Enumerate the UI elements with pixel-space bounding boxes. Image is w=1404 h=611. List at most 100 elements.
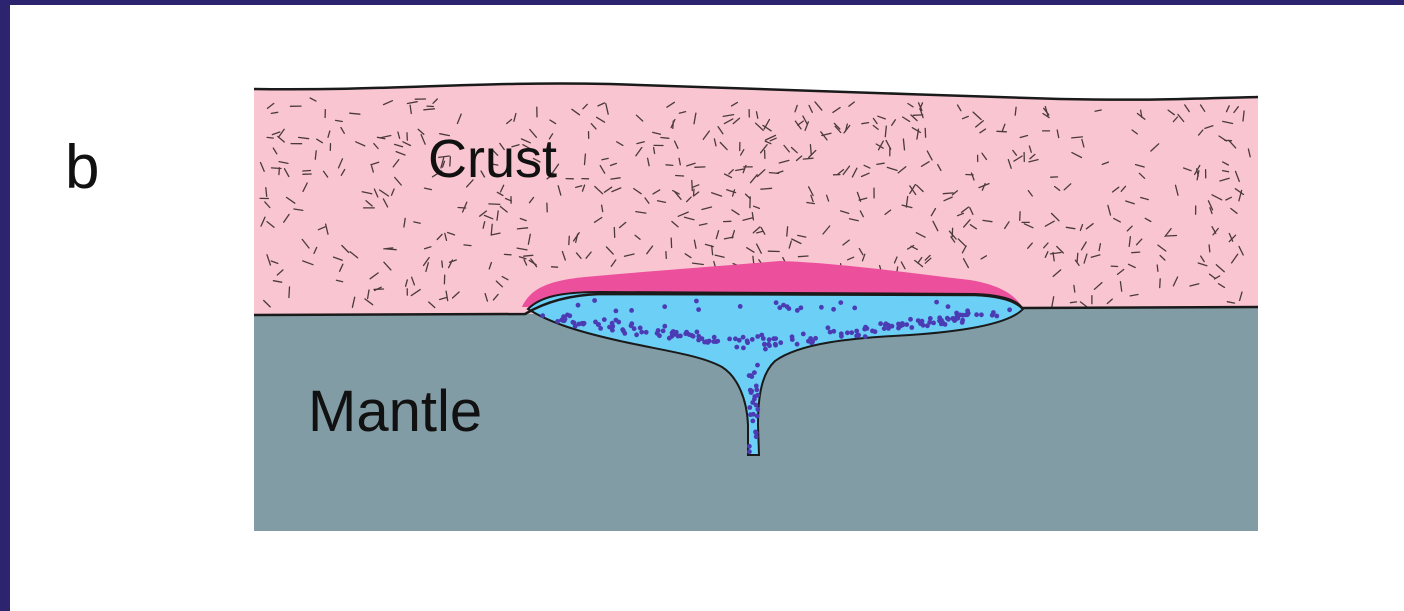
crystal-dot	[937, 315, 942, 320]
crystal-dot	[870, 329, 875, 334]
crystal-dot	[676, 334, 681, 339]
crystal-dot	[755, 393, 760, 398]
crystal-dot	[810, 339, 815, 344]
crust-texture-dash	[1077, 253, 1078, 262]
crust-texture-dash	[997, 131, 1007, 132]
crystal-dot	[839, 334, 844, 339]
crust-texture-dash	[1167, 236, 1177, 237]
crystal-dot	[845, 330, 850, 335]
crystal-dot	[826, 325, 831, 330]
crystal-dot	[946, 317, 951, 322]
crystal-dot	[865, 326, 870, 331]
crystal-dot	[694, 299, 699, 304]
crystal-dot	[741, 335, 746, 340]
figure-frame: b Crust Mantle	[10, 5, 1404, 611]
crust-texture-dash	[303, 171, 311, 172]
crust-texture-dash	[464, 245, 471, 246]
crust-label: Crust	[428, 129, 557, 189]
crust-texture-dash	[1070, 302, 1076, 303]
crystal-dot	[634, 332, 639, 337]
crystal-dot	[790, 334, 795, 339]
crystal-dot	[741, 346, 746, 351]
crystal-dot	[752, 370, 757, 375]
crust-texture-dash	[692, 181, 693, 191]
crust-texture-dash	[712, 246, 713, 255]
crystal-dot	[801, 332, 806, 337]
crystal-dot	[777, 305, 782, 310]
crust-texture-dash	[1015, 107, 1016, 115]
crystal-dot	[890, 324, 895, 329]
crust-texture-dash	[489, 204, 500, 205]
crystal-dot	[567, 313, 572, 318]
crystal-dot	[974, 312, 979, 317]
crystal-dot	[657, 333, 662, 338]
crust-texture-dash	[267, 137, 273, 138]
crystal-dot	[750, 419, 755, 424]
crystal-dot	[994, 314, 999, 319]
crust-texture-dash	[943, 193, 953, 194]
crystal-dot	[751, 412, 756, 417]
crust-texture-dash	[694, 189, 695, 196]
crust-texture-dash	[810, 145, 811, 155]
crystal-dot	[670, 334, 675, 339]
crystal-dot	[863, 334, 868, 339]
crystal-dot	[849, 330, 854, 335]
crust-texture-dash	[315, 151, 316, 159]
crystal-dot	[828, 330, 833, 335]
crystal-dot	[662, 304, 667, 309]
crystal-dot	[916, 318, 921, 323]
crystal-dot	[661, 329, 666, 334]
crystal-dot	[799, 305, 804, 310]
crystal-dot	[755, 407, 760, 412]
crystal-dot	[559, 318, 564, 323]
crystal-dot	[979, 312, 984, 317]
crystal-dot	[639, 330, 644, 335]
crystal-dot	[773, 342, 778, 347]
crystal-dot	[696, 307, 701, 312]
crust-texture-dash	[289, 287, 290, 298]
crust-texture-dash	[676, 176, 684, 177]
crystal-dot	[602, 317, 607, 322]
crust-texture-dash	[442, 261, 443, 267]
crust-texture-dash	[266, 188, 267, 197]
crystal-dot	[946, 304, 951, 309]
crystal-dot	[747, 405, 752, 410]
crust-texture-dash	[787, 227, 788, 236]
crystal-dot	[771, 336, 776, 341]
crystal-dot	[571, 320, 576, 325]
crystal-dot	[934, 300, 939, 305]
crystal-dot	[576, 303, 581, 308]
crystal-dot	[614, 309, 619, 314]
crystal-dot	[644, 330, 649, 335]
crystal-dot	[767, 337, 772, 342]
crystal-dot	[715, 339, 720, 344]
crust-texture-dash	[1132, 252, 1140, 253]
crystal-dot	[819, 305, 824, 310]
crystal-dot	[610, 328, 615, 333]
crystal-dot	[878, 321, 883, 326]
crystal-dot	[671, 329, 676, 334]
crystal-dot	[727, 337, 732, 342]
crystal-dot	[909, 325, 914, 330]
crystal-dot	[540, 313, 545, 318]
crystal-dot	[904, 322, 909, 327]
crust-texture-dash	[761, 188, 772, 189]
crust-texture-dash	[769, 173, 778, 174]
crystal-dot	[766, 342, 771, 347]
crystal-dot	[592, 298, 597, 303]
crystal-dot	[855, 333, 860, 338]
crystal-dot	[854, 329, 859, 334]
crystal-dot	[990, 313, 995, 318]
crystal-dot	[691, 334, 696, 339]
crystal-dot	[738, 304, 743, 309]
crystal-dot	[638, 326, 643, 331]
crystal-dot	[754, 431, 759, 436]
crystal-dot	[581, 322, 586, 327]
crust-texture-dash	[666, 165, 673, 166]
crystal-dot	[852, 306, 857, 311]
crystal-dot	[555, 319, 560, 324]
crust-texture-dash	[673, 121, 674, 128]
crystal-dot	[956, 316, 961, 321]
crystal-dot	[785, 304, 790, 309]
crystal-dot	[838, 300, 843, 305]
